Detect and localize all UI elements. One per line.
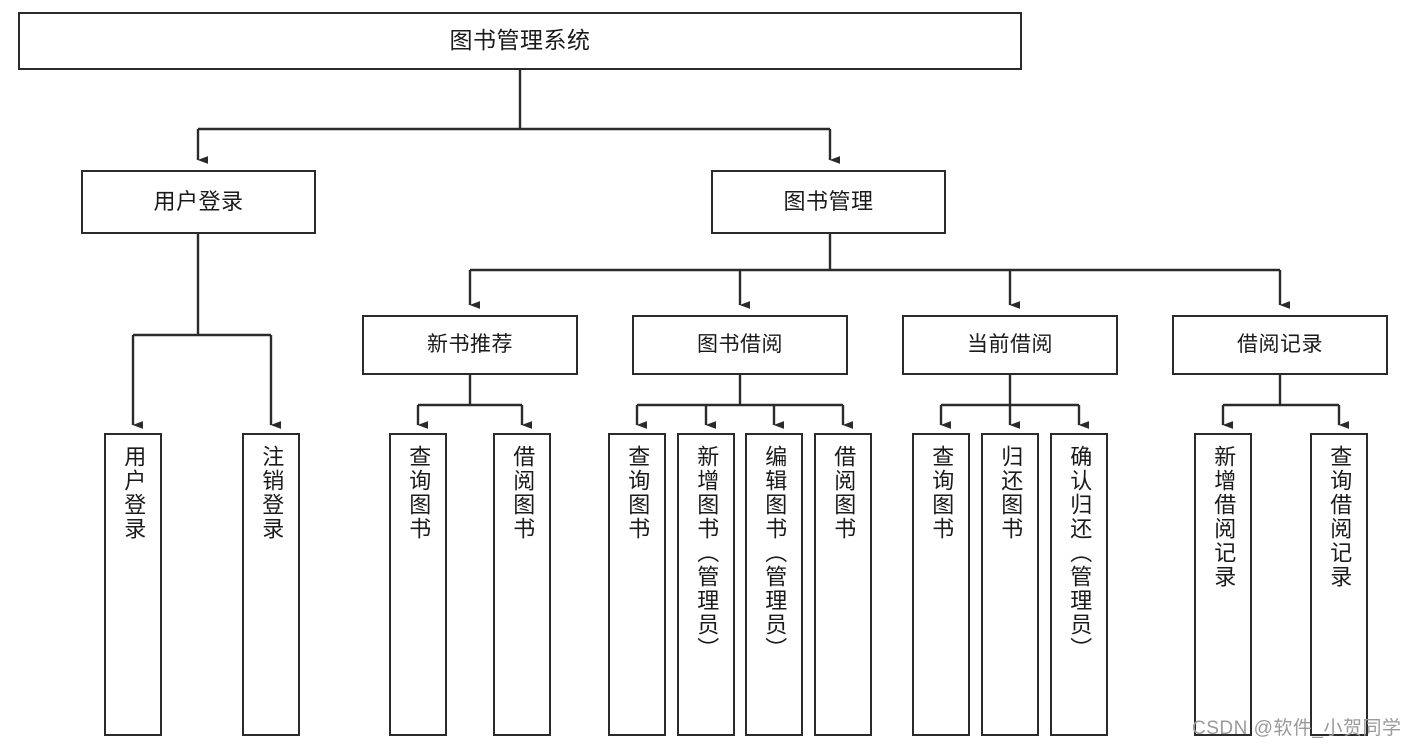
leaf-new-book-query-book[interactable]: 查询图书 bbox=[389, 433, 447, 736]
node-borrow-record[interactable]: 借阅记录 bbox=[1172, 315, 1388, 375]
node-label: 图书管理系统 bbox=[449, 27, 591, 54]
node-label: 借阅图书 bbox=[510, 445, 536, 541]
node-new-book-recommend[interactable]: 新书推荐 bbox=[362, 315, 578, 375]
node-label: 新增图书（管理员） bbox=[694, 445, 720, 661]
leaf-user-login-login[interactable]: 用户登录 bbox=[104, 433, 162, 736]
leaf-book-borrow-edit-book-admin[interactable]: 编辑图书（管理员） bbox=[745, 433, 803, 736]
node-user-login[interactable]: 用户登录 bbox=[81, 170, 316, 234]
node-label: 查询图书 bbox=[406, 445, 432, 541]
node-label: 用户登录 bbox=[153, 188, 244, 214]
node-label: 用户登录 bbox=[121, 445, 147, 541]
leaf-current-borrow-return-book[interactable]: 归还图书 bbox=[981, 433, 1039, 736]
node-label: 图书管理 bbox=[783, 188, 874, 214]
node-root-book-management-system[interactable]: 图书管理系统 bbox=[18, 12, 1022, 70]
node-label: 注销登录 bbox=[259, 445, 285, 541]
leaf-current-borrow-query-book[interactable]: 查询图书 bbox=[912, 433, 970, 736]
node-label: 借阅图书 bbox=[831, 445, 857, 541]
leaf-book-borrow-query-book[interactable]: 查询图书 bbox=[608, 433, 666, 736]
leaf-borrow-record-query-record[interactable]: 查询借阅记录 bbox=[1310, 433, 1368, 736]
node-book-management[interactable]: 图书管理 bbox=[711, 170, 946, 234]
node-label: 借阅记录 bbox=[1237, 332, 1323, 356]
leaf-book-borrow-add-book-admin[interactable]: 新增图书（管理员） bbox=[677, 433, 735, 736]
node-label: 编辑图书（管理员） bbox=[762, 445, 788, 661]
leaf-borrow-record-add-record[interactable]: 新增借阅记录 bbox=[1194, 433, 1252, 736]
node-label: 新增借阅记录 bbox=[1211, 445, 1237, 589]
leaf-user-login-logout[interactable]: 注销登录 bbox=[242, 433, 300, 736]
node-label: 查询图书 bbox=[929, 445, 955, 541]
leaf-current-borrow-confirm-return-admin[interactable]: 确认归还（管理员） bbox=[1050, 433, 1108, 736]
node-label: 新书推荐 bbox=[427, 332, 513, 356]
node-label: 确认归还（管理员） bbox=[1067, 445, 1093, 661]
node-book-borrow[interactable]: 图书借阅 bbox=[632, 315, 848, 375]
leaf-book-borrow-borrow-book[interactable]: 借阅图书 bbox=[814, 433, 872, 736]
node-label: 当前借阅 bbox=[967, 332, 1053, 356]
node-label: 图书借阅 bbox=[697, 332, 783, 356]
node-label: 归还图书 bbox=[998, 445, 1024, 541]
node-label: 查询图书 bbox=[625, 445, 651, 541]
leaf-new-book-borrow-book[interactable]: 借阅图书 bbox=[493, 433, 551, 736]
watermark-text: CSDN @软件_小贺同学 bbox=[1192, 718, 1402, 739]
node-label: 查询借阅记录 bbox=[1327, 445, 1353, 589]
node-current-borrow[interactable]: 当前借阅 bbox=[902, 315, 1118, 375]
